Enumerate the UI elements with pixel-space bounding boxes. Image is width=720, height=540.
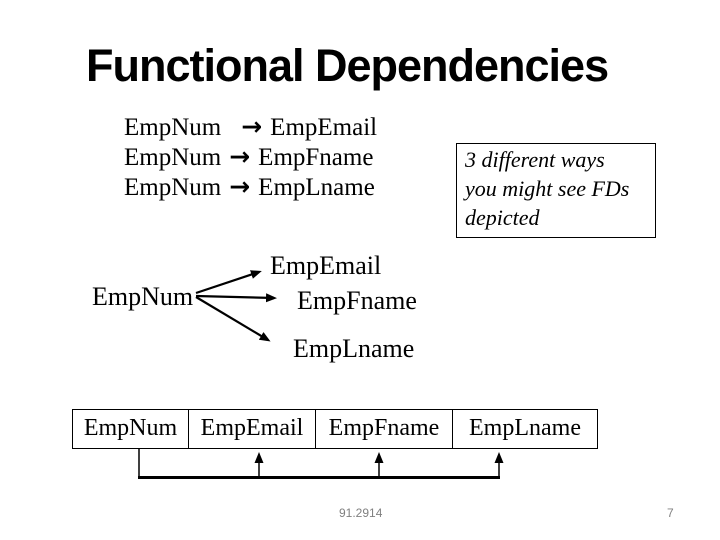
table-cell: EmpLname (452, 409, 598, 449)
fd-lhs: EmpNum (124, 174, 222, 201)
diagram-source-label: EmpNum (92, 282, 194, 311)
relation-table: EmpNum EmpEmail EmpFname EmpLname (72, 409, 598, 449)
page-number: 7 (667, 506, 674, 520)
diagram-target-label: EmpLname (293, 334, 415, 363)
fd-line: EmpNum → EmpFname (124, 142, 377, 172)
note-line: 3 different ways (465, 147, 605, 172)
slide-title: Functional Dependencies (86, 40, 609, 91)
table-cell: EmpNum (72, 409, 189, 449)
fd-line: EmpNum → EmpLname (124, 172, 377, 202)
footer-code: 91.2914 (339, 506, 383, 520)
note-box: 3 different ways you might see FDs depic… (456, 143, 656, 238)
right-arrow-icon: → (229, 142, 251, 171)
right-arrow-icon: → (241, 112, 263, 141)
fd-line: EmpNum → EmpEmail (124, 112, 377, 142)
fd-rhs: EmpLname (258, 174, 375, 201)
note-line: depicted (465, 205, 540, 230)
note-line: you might see FDs (465, 176, 630, 201)
table-cell: EmpEmail (188, 409, 316, 449)
right-arrow-icon: → (229, 172, 251, 201)
fd-lhs: EmpNum (124, 144, 222, 171)
table-cell: EmpFname (315, 409, 453, 449)
table-dependency-arrows (138, 449, 504, 479)
diagram-target-label: EmpFname (297, 286, 417, 315)
diagram-target-label: EmpEmail (270, 251, 382, 280)
fd-rhs: EmpEmail (270, 114, 378, 141)
diagram-fan-arrows (195, 270, 277, 342)
fd-lhs: EmpNum (124, 114, 222, 141)
fd-rhs: EmpFname (258, 144, 374, 171)
fd-notation-list: EmpNum→EmpEmail EmpNum→EmpFname EmpNum→E… (124, 112, 377, 202)
